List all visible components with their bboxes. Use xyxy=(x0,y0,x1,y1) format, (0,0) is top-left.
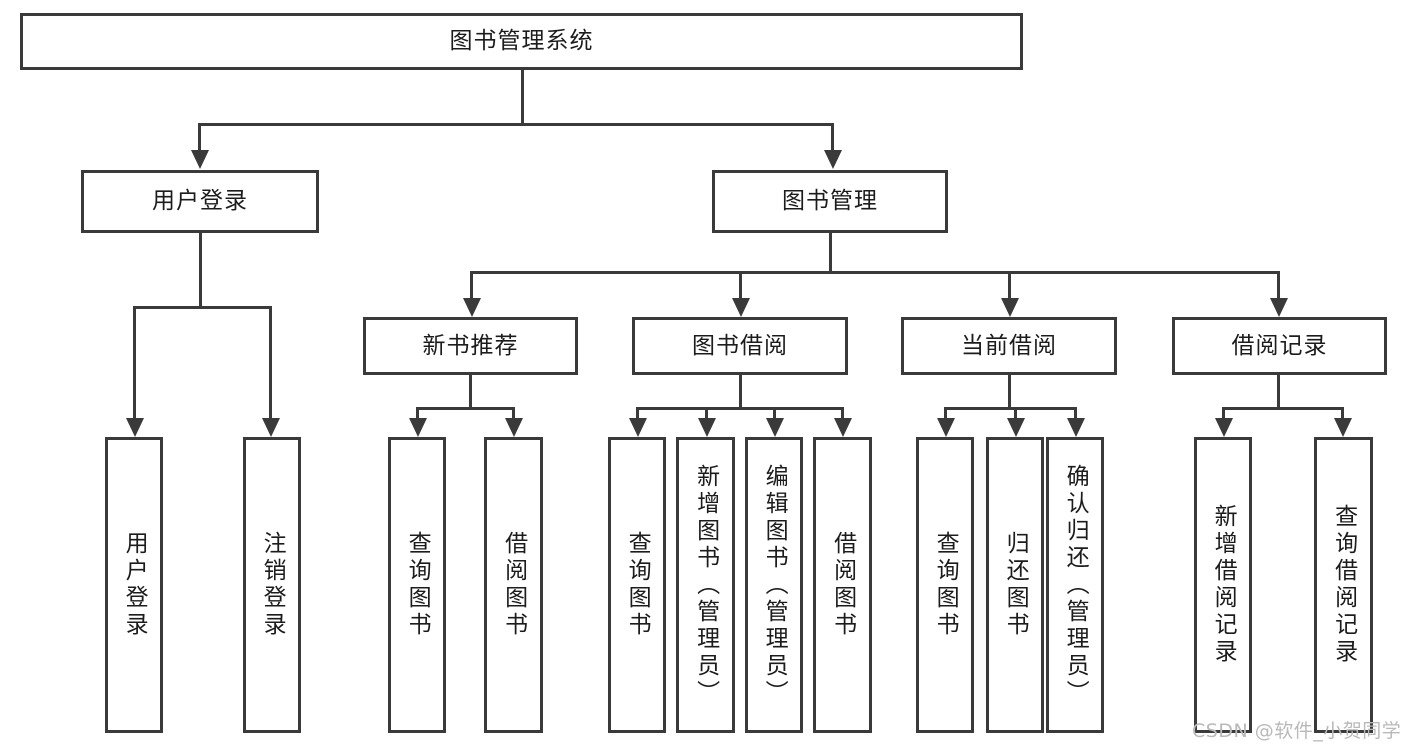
connector-new-book-to-leaf2 xyxy=(512,407,515,418)
connector-current-borrow-bus xyxy=(944,407,1075,410)
node-leaf-query-record[interactable]: 查询借阅记录 xyxy=(1314,437,1373,733)
node-leaf-logout-login[interactable]: 注销登录 xyxy=(243,437,301,733)
connector-book-management-bus xyxy=(470,271,1280,274)
connector-bm-to-borrow-records xyxy=(1277,271,1280,298)
node-leaf-query-book-1[interactable]: 查询图书 xyxy=(388,437,446,733)
arrow-cb-to-leaf3 xyxy=(1067,418,1085,437)
node-label: 查询图书 xyxy=(932,531,959,639)
connector-borrow-records-bus xyxy=(1222,407,1344,410)
connector-cb-to-leaf3 xyxy=(1074,407,1077,418)
connector-cb-to-leaf2 xyxy=(1014,407,1017,418)
node-label: 查询图书 xyxy=(624,531,651,639)
connector-bm-to-current-borrow xyxy=(1008,271,1011,298)
connector-bb-to-leaf1 xyxy=(636,407,639,418)
connector-user-login-to-leaf1 xyxy=(133,306,136,418)
node-leaf-edit-book[interactable]: 编辑图书（管理员） xyxy=(745,437,803,733)
connector-current-borrow-stem xyxy=(1008,375,1011,407)
node-label: 图书管理 xyxy=(782,188,878,215)
arrow-bm-to-new-book xyxy=(463,298,481,317)
connector-new-book-bus xyxy=(416,407,515,410)
node-leaf-borrow-book-1[interactable]: 借阅图书 xyxy=(484,437,543,733)
connector-bb-to-leaf4 xyxy=(841,407,844,418)
connector-book-borrow-bus xyxy=(636,407,843,410)
arrow-bm-to-borrow-records xyxy=(1270,298,1288,317)
connector-br-to-leaf2 xyxy=(1341,407,1344,418)
arrow-root-to-book-management xyxy=(824,150,842,169)
connector-root-to-book-management xyxy=(831,123,834,150)
arrow-br-to-leaf2 xyxy=(1334,418,1352,437)
arrow-bb-to-leaf3 xyxy=(766,418,784,437)
arrow-new-book-to-leaf2 xyxy=(505,418,523,437)
arrow-root-to-user-login xyxy=(191,150,209,169)
connector-book-management-stem xyxy=(829,233,832,271)
arrow-br-to-leaf1 xyxy=(1215,418,1233,437)
node-leaf-return-book[interactable]: 归还图书 xyxy=(986,437,1044,733)
connector-user-login-to-leaf2 xyxy=(269,306,272,418)
connector-user-login-bus xyxy=(133,306,269,309)
node-label: 借阅图书 xyxy=(829,531,856,639)
node-label: 当前借阅 xyxy=(961,332,1057,359)
connector-book-borrow-stem xyxy=(739,375,742,407)
node-leaf-user-login[interactable]: 用户登录 xyxy=(105,437,163,733)
connector-br-to-leaf1 xyxy=(1222,407,1225,418)
connector-cb-to-leaf1 xyxy=(944,407,947,418)
node-label: 图书借阅 xyxy=(692,332,788,359)
node-book-borrow[interactable]: 图书借阅 xyxy=(632,317,848,375)
connector-bm-to-book-borrow xyxy=(739,271,742,298)
arrow-user-login-to-leaf2 xyxy=(262,418,280,437)
node-book-management[interactable]: 图书管理 xyxy=(712,170,948,233)
node-label: 编辑图书（管理员） xyxy=(761,463,788,707)
node-new-book-recommend[interactable]: 新书推荐 xyxy=(363,317,578,375)
connector-root-bus xyxy=(198,123,834,126)
node-label: 注销登录 xyxy=(259,531,286,639)
arrow-new-book-to-leaf1 xyxy=(409,418,427,437)
watermark-text: CSDN @软件_小贺同学 xyxy=(1192,720,1402,742)
node-label: 归还图书 xyxy=(1002,531,1029,639)
node-label: 用户登录 xyxy=(152,188,248,215)
arrow-bb-to-leaf2 xyxy=(698,418,716,437)
node-leaf-query-book-2[interactable]: 查询图书 xyxy=(608,437,666,733)
node-label: 用户登录 xyxy=(121,531,148,639)
arrow-user-login-to-leaf1 xyxy=(126,418,144,437)
connector-bm-to-new-book xyxy=(470,271,473,298)
connector-new-book-stem xyxy=(469,375,472,407)
arrow-bm-to-current-borrow xyxy=(1001,298,1019,317)
node-label: 借阅图书 xyxy=(500,531,527,639)
node-user-login[interactable]: 用户登录 xyxy=(81,170,319,233)
arrow-cb-to-leaf1 xyxy=(937,418,955,437)
connector-new-book-to-leaf1 xyxy=(416,407,419,418)
node-label: 新书推荐 xyxy=(422,332,519,359)
connector-bb-to-leaf2 xyxy=(705,407,708,418)
arrow-bb-to-leaf4 xyxy=(834,418,852,437)
node-label: 图书管理系统 xyxy=(449,28,594,55)
connector-root-stem xyxy=(521,70,524,123)
node-current-borrow[interactable]: 当前借阅 xyxy=(901,317,1117,375)
node-label: 确认归还（管理员） xyxy=(1062,463,1089,707)
connector-user-login-stem xyxy=(199,233,202,306)
node-label: 新增图书（管理员） xyxy=(692,463,719,707)
node-leaf-confirm-return[interactable]: 确认归还（管理员） xyxy=(1046,437,1104,733)
node-leaf-borrow-book-2[interactable]: 借阅图书 xyxy=(813,437,872,733)
node-leaf-query-book-3[interactable]: 查询图书 xyxy=(916,437,974,733)
node-leaf-add-record[interactable]: 新增借阅记录 xyxy=(1194,437,1252,733)
node-label: 查询借阅记录 xyxy=(1330,504,1357,666)
node-label: 查询图书 xyxy=(404,531,431,639)
node-leaf-add-book[interactable]: 新增图书（管理员） xyxy=(676,437,735,733)
node-label: 新增借阅记录 xyxy=(1210,504,1237,666)
node-label: 借阅记录 xyxy=(1231,332,1328,359)
node-borrow-records[interactable]: 借阅记录 xyxy=(1172,317,1387,375)
connector-bb-to-leaf3 xyxy=(773,407,776,418)
node-book-management-system[interactable]: 图书管理系统 xyxy=(20,13,1023,70)
arrow-bb-to-leaf1 xyxy=(629,418,647,437)
arrow-cb-to-leaf2 xyxy=(1007,418,1025,437)
connector-borrow-records-stem xyxy=(1277,375,1280,407)
arrow-bm-to-book-borrow xyxy=(732,298,750,317)
connector-root-to-user-login xyxy=(198,123,201,150)
